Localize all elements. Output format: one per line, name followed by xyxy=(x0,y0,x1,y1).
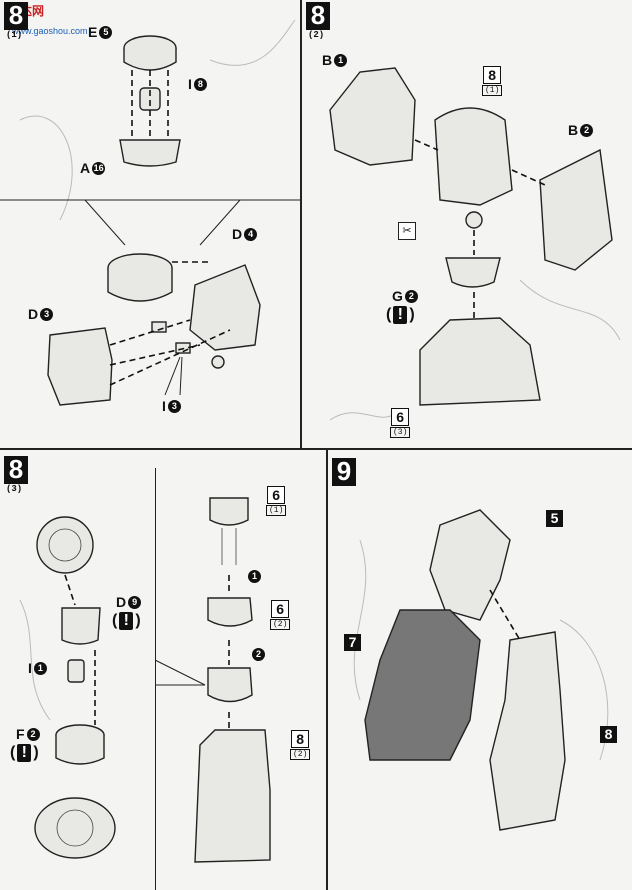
panel3-label-f2: F 2 xyxy=(16,726,40,742)
cutter-icon: ✂ xyxy=(398,222,416,240)
divider-vertical-top xyxy=(300,0,302,448)
panel5-assembly xyxy=(364,509,566,831)
panel5-ref-5: 5 xyxy=(546,510,563,527)
panel4-ref-2: 6 (2) xyxy=(270,600,291,630)
divider-vertical-bottom xyxy=(326,450,328,890)
panel2-ref-bottom: 6 (3) xyxy=(390,408,411,438)
watermark-url: www.gaoshou.com xyxy=(12,26,88,36)
panel3-caution-mark-d9: (!) xyxy=(112,612,141,630)
panel3-step-sub: (3) xyxy=(6,484,23,494)
panel2-assembly xyxy=(329,67,613,406)
panel4-arrow-step-2: 2 xyxy=(252,648,265,661)
panel2-label-g2: G 2 xyxy=(392,288,418,304)
divider-vertical-inner xyxy=(155,468,156,890)
panel2-label-b2: B 2 xyxy=(568,122,594,138)
panel2-ref-top: 8 (1) xyxy=(482,66,503,96)
divider-horizontal-mid xyxy=(0,448,632,450)
panel3-assembly xyxy=(34,516,116,859)
panel5-ref-8: 8 xyxy=(600,726,617,743)
panel3-caution-mark-f2: (!) xyxy=(10,744,39,762)
panel2-caution-mark: (!) xyxy=(386,306,415,324)
panel5-ref-7: 7 xyxy=(344,634,361,651)
panel4-ref-1: 6 (1) xyxy=(266,486,287,516)
panel1-label-d3: D 3 xyxy=(28,306,54,322)
panel4-arrow-step-1: 1 xyxy=(248,570,261,583)
panel4-ref-3: 8 (2) xyxy=(290,730,311,760)
panel1-top-assembly xyxy=(119,35,181,167)
panel1-label-e5: E 5 xyxy=(88,24,113,40)
panel1-label-a16: A 16 xyxy=(80,160,106,176)
panel3-label-i1: I 1 xyxy=(28,660,47,676)
panel2-step-number: 8 xyxy=(306,2,330,30)
panel5-step-number: 9 xyxy=(332,458,356,486)
panel1-step-number: 8 xyxy=(4,2,28,30)
panel1-label-i3: I 3 xyxy=(162,398,181,414)
panel3-step-number: 8 xyxy=(4,456,28,484)
panel2-label-b1: B 1 xyxy=(322,52,348,68)
panel1-label-d4: D 4 xyxy=(232,226,258,242)
panel3-label-d9: D 9 xyxy=(116,594,142,610)
panel1-step-sub: (1) xyxy=(6,30,23,40)
panel1-label-i8: I 8 xyxy=(188,76,207,92)
background-ghost-lines xyxy=(19,19,621,761)
panel4-assembly xyxy=(154,497,271,863)
panel1-lower-assembly xyxy=(47,253,261,406)
panel2-step-sub: (2) xyxy=(308,30,325,40)
